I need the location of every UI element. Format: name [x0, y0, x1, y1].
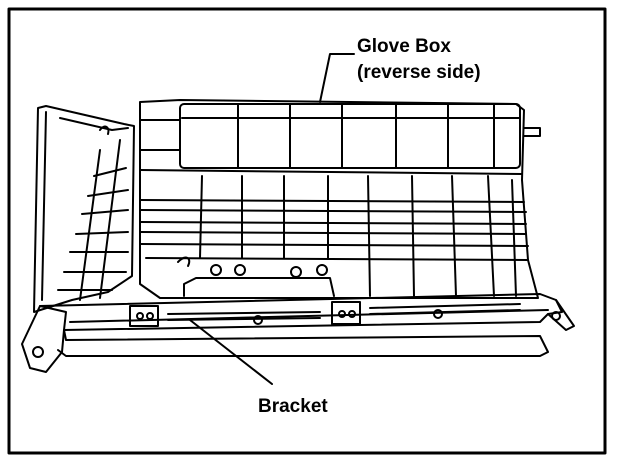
glove-box-label: Glove Box	[357, 36, 451, 57]
figure-frame	[7, 7, 607, 455]
glove-box-leader-line	[319, 53, 355, 103]
side-panel	[33, 105, 135, 313]
glove-box-sublabel: (reverse side)	[357, 62, 481, 83]
bracket-leader-line	[189, 319, 273, 385]
bracket	[21, 293, 575, 373]
glove-box-body	[139, 99, 541, 299]
bracket-label: Bracket	[258, 396, 328, 417]
